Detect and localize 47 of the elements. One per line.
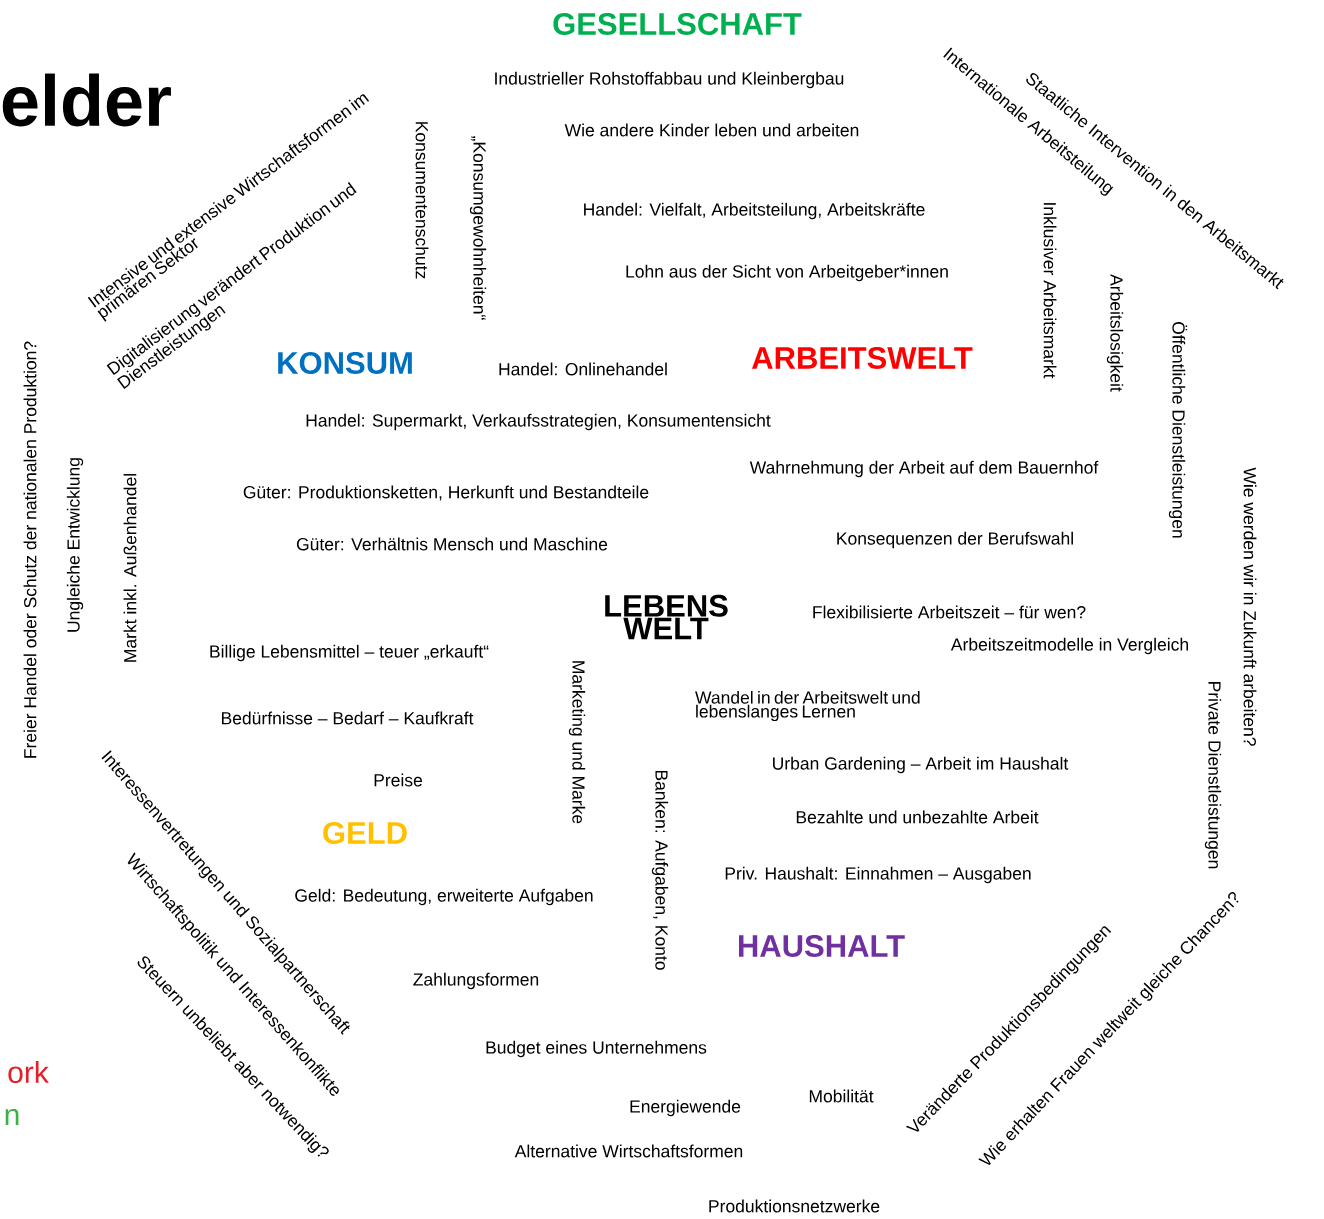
topic-label: Lohn aus der Sicht von Arbeitgeber*innen — [626, 264, 948, 282]
topic-label: Bedürfnisse – Bedarf – Kaufkraft — [222, 711, 474, 725]
topic-label: Mobilität — [809, 1089, 874, 1103]
legend-fragment: ork — [8, 1061, 49, 1083]
topic-label: Handel: Vielfalt, Arbeitsteilung, Arbeitskräfte — [584, 202, 925, 220]
topic-label: Wie werden wir in Zukunft arbeiten? — [1243, 467, 1257, 746]
topic-label: Arbeitslosigkeit — [1106, 274, 1124, 392]
topic-label: Handel: Onlinehandel — [499, 362, 667, 376]
topic-label: Produktionsnetzwerke — [709, 1199, 880, 1213]
category-heading: GESELLSCHAFT — [553, 13, 802, 35]
topic-label: Private Dienstleistungen — [1204, 682, 1222, 869]
topic-label: Wahrnehmung der Arbeit auf dem Bauernhof — [749, 460, 1099, 478]
topic-label: Freier Handel oder Schutz der nationalen Produktion? — [23, 341, 37, 758]
topic-label: Wie andere Kinder leben und arbeiten — [564, 123, 859, 137]
topic-label: Priv. Haushalt: Einnahmen – Ausgaben — [725, 866, 1031, 884]
topic-label: Konsumentenschutz — [415, 122, 429, 279]
category-heading: ARBEITSWELT — [752, 347, 973, 369]
topic-label: Markt inkl. Außenhandel — [123, 474, 137, 662]
category-heading: GELD — [323, 822, 407, 844]
category-heading: HAUSHALT — [739, 935, 905, 957]
topic-label: Industrieller Rohstoffabbau und Kleinbergbau — [495, 71, 844, 89]
topic-label: Alternative Wirtschaftsformen — [514, 1144, 743, 1158]
topic-label: Ungleiche Entwicklung — [66, 458, 84, 632]
topic-label: Preise — [374, 773, 423, 787]
topic-label: Energiewende — [630, 1099, 741, 1117]
topic-label: Geld: Bedeutung, erweiterte Aufgaben — [295, 888, 593, 906]
topic-label: Konsequenzen der Berufswahl — [837, 531, 1073, 549]
topic-label: Banken: Aufgaben, Konto — [651, 770, 669, 970]
topic-label: Wandel in der Arbeitswelt und lebenslanges Lernen — [695, 690, 920, 722]
topic-label: Urban Gardening – Arbeit im Haushalt — [773, 756, 1069, 774]
category-heading: KONSUM — [278, 352, 412, 374]
topic-label: „Konsumgewohnheiten“ — [469, 136, 487, 320]
topic-label: Budget eines Unternehmens — [486, 1040, 707, 1058]
category-heading: LEBENS WELT — [605, 594, 728, 640]
topic-label: Güter: Verhältnis Mensch und Maschine — [296, 537, 608, 551]
topic-label: Zahlungsformen — [413, 972, 539, 990]
topic-label: Bezahlte und unbezahlte Arbeit — [796, 810, 1039, 824]
topic-label: Billige Lebensmittel – teuer „erkauft“ — [210, 644, 489, 662]
topic-label: Marketing und Marke — [568, 661, 586, 824]
topic-label: Inklusiver Arbeitsmarkt — [1043, 203, 1057, 379]
topic-label: Öffentliche Dienstleistungen — [1168, 322, 1188, 538]
topic-label: Handel: Supermarkt, Verkaufsstrategien, Konsumentensicht — [306, 413, 771, 431]
legend-fragment: n — [5, 1108, 19, 1126]
title-fragment: elder — [2, 73, 171, 127]
topic-label: Flexibilisierte Arbeitszeit – für wen? — [813, 605, 1086, 619]
topic-label: Arbeitszeitmodelle in Vergleich — [950, 637, 1188, 655]
topic-label: Güter: Produktionsketten, Herkunft und Bestandteile — [243, 485, 649, 501]
